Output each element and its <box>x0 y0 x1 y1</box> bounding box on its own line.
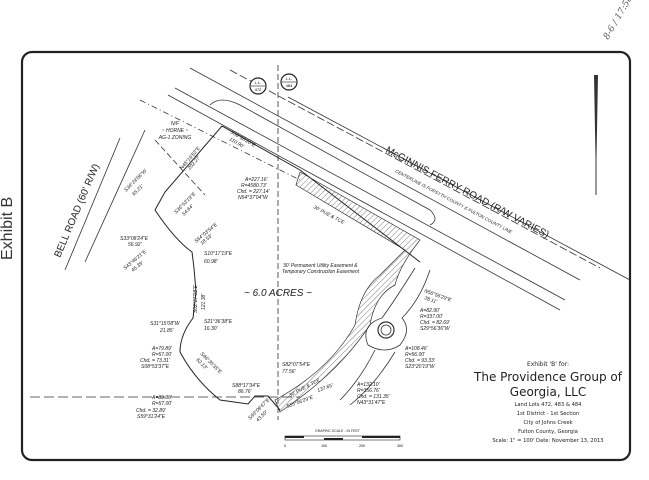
curve-label: R=56.00' <box>405 352 426 358</box>
curve-label: N43°31'47"E <box>357 400 386 406</box>
bearing-label: S33°08'24"E <box>120 236 149 242</box>
curve-label: R=57.00' <box>152 401 173 407</box>
title-district: 1st District - 1st Section <box>517 411 579 417</box>
scale-tick: 0 <box>284 444 286 448</box>
exhibit-side-label: Exhibit B <box>0 197 16 260</box>
curve-label: A=33.36' <box>151 395 173 401</box>
bearing-label: 16.30' <box>204 326 219 332</box>
curve-label: R=356.76' <box>357 388 381 394</box>
title-block: Exhibit 'B' for: The Providence Group of… <box>473 361 623 444</box>
utility-easement-hatch <box>274 171 421 413</box>
easement-note: Temporary Construction Easement <box>282 269 360 275</box>
bearing-label: 77.56' <box>282 369 297 375</box>
curve-label: A=108.46' <box>404 346 429 352</box>
curve-label: R=337.00' <box>420 314 444 320</box>
land-lot-prefix: L.L. <box>255 80 262 85</box>
curve-label: A=227.16' <box>244 177 269 183</box>
curve-label: R=4580.73' <box>241 183 268 189</box>
curve-label: A=82.90' <box>419 308 441 314</box>
bearing-label: 86.76' <box>238 389 253 395</box>
land-lot-prefix: L.L. <box>286 76 293 81</box>
sheet-border <box>20 50 632 462</box>
curve-label: Chd. = 82.69' <box>420 320 451 326</box>
land-lot-marker-484: L.L. 484 <box>280 73 298 91</box>
bearing-label: S31°15'08"W <box>150 321 181 327</box>
title-land-lots: Land Lots 472, 483 & 484 <box>514 402 582 408</box>
curve-label: N54°37'04"W <box>238 195 269 201</box>
curve-label: S29°56'36"W <box>420 326 451 332</box>
title-exhibit: Exhibit 'B' for: <box>527 361 569 368</box>
mcginnis-ferry-road-label: McGINNIS FERRY ROAD (R/W VARIES) <box>384 145 551 241</box>
graphic-scale-title: GRAPHIC SCALE - IN FEET <box>315 429 361 433</box>
bearing-label: 60.98' <box>204 259 219 265</box>
curve-label: Chd. = 32.89' <box>136 408 167 414</box>
road-lines <box>64 67 631 311</box>
curve-label: Chd. = 73.31' <box>140 358 171 364</box>
north-arrow-icon <box>594 75 598 195</box>
bearing-label: S88°17'34"E <box>232 383 261 389</box>
title-county: Fulton County, Georgia <box>518 429 578 435</box>
bearing-label: S02°27'08"E <box>193 284 199 313</box>
bearing-label: S82°07'54"E <box>282 362 311 368</box>
bell-road-label: BELL ROAD (60' R/W) <box>53 162 102 259</box>
adjoiner-label: AG-1 ZONING <box>158 135 192 141</box>
bearing-label: 121.38' <box>201 293 207 310</box>
land-lot-marker-472: L.L. 472 <box>249 77 267 95</box>
bearing-label: 56.92' <box>128 242 143 248</box>
bearing-label: S10°17'19"E <box>204 251 233 257</box>
land-lot-number: 484 <box>286 83 293 88</box>
scale-tick: 300 <box>397 444 403 448</box>
title-city: City of Johns Creek <box>523 420 572 426</box>
curve-label: S08°53'37"E <box>141 364 170 370</box>
curve-label: A=79.89' <box>151 346 173 352</box>
curve-label: S59°31'24"E <box>137 414 166 420</box>
title-company: Georgia, LLC <box>510 385 586 399</box>
curve-label: S23°20'19"W <box>405 364 436 370</box>
graphic-scale: GRAPHIC SCALE - IN FEET 0 100 200 300 <box>284 429 403 448</box>
curve-label: A=132.10' <box>356 382 381 388</box>
curve-label: Chd. = 227.14' <box>237 189 271 195</box>
curve-label: Chd. = 131.35' <box>357 394 391 400</box>
scale-tick: 200 <box>359 444 365 448</box>
bearing-label: 38.11' <box>423 295 438 305</box>
adjoiner-label: ~ HORNE ~ <box>162 128 189 134</box>
bearing-label: S21°36'38"E <box>204 319 233 325</box>
curve-labels: A=227.16' R=4580.73' Chd. = 227.14' N54°… <box>136 177 451 420</box>
easement-note: 30' Permanent Utility Easement & <box>283 263 358 269</box>
curve-label: R=57.00' <box>152 352 173 358</box>
bearing-label: 21.85' <box>159 328 175 334</box>
acreage-label: ~ 6.0 ACRES ~ <box>244 288 312 299</box>
cul-de-sac <box>339 267 431 406</box>
title-scale-date: Scale: 1" = 100' Date: November 13, 2013 <box>492 438 603 444</box>
title-company: The Providence Group of <box>473 370 623 384</box>
land-lot-number: 472 <box>255 87 262 92</box>
curve-label: Chd. = 93.33' <box>405 358 436 364</box>
handwritten-note: 8-6 / 17:58 <box>602 0 635 41</box>
scale-tick: 100 <box>321 444 327 448</box>
adjoiner-label: N/F <box>171 121 180 127</box>
bearing-label: 137.65' <box>317 382 335 394</box>
